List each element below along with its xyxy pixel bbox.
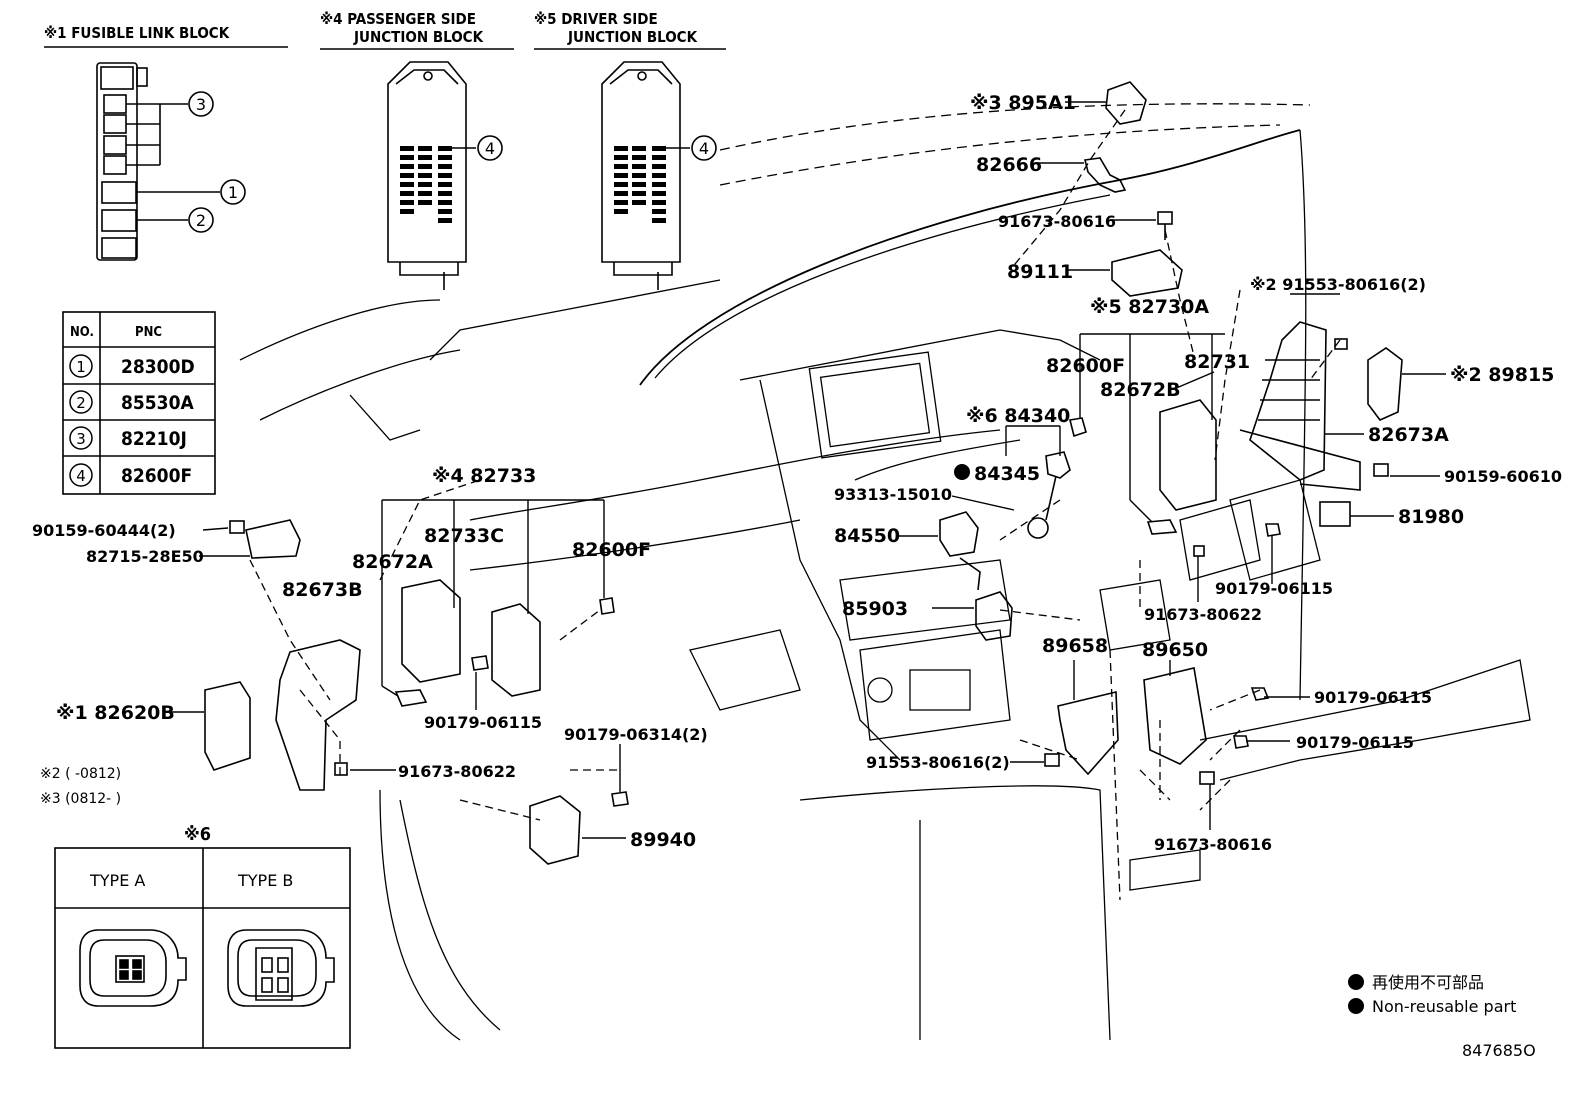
pnc-row: 4 82600F xyxy=(69,463,192,487)
fusible-link-block-drawing xyxy=(96,62,220,261)
part-label-89650: 89650 xyxy=(1142,639,1208,661)
passenger-jb-subtitle: JUNCTION BLOCK xyxy=(353,28,484,46)
svg-text:3: 3 xyxy=(196,95,206,114)
part-label-90159-60444: 90159-60444(2) xyxy=(32,521,176,540)
part-label-82731: 82731 xyxy=(1184,351,1250,373)
note-2: ※2 ( -0812) xyxy=(40,766,121,782)
part-label-84345: 84345 xyxy=(974,463,1040,485)
passenger-junction-block-drawing xyxy=(387,61,476,290)
driver-jb-subtitle: JUNCTION BLOCK xyxy=(567,28,698,46)
svg-text:3: 3 xyxy=(76,430,86,448)
callout-2: 2 xyxy=(188,207,214,233)
pnc-value: 28300D xyxy=(121,356,195,378)
pnc-value: 82600F xyxy=(121,465,192,487)
svg-text:4: 4 xyxy=(76,467,86,485)
part-label-90179-06115-left: 90179-06115 xyxy=(424,713,542,732)
svg-text:1: 1 xyxy=(76,358,86,376)
part-label-90159-60610: 90159-60610 xyxy=(1444,467,1562,486)
pnc-header-no: NO. xyxy=(70,325,94,340)
part-label-90179-06115-right: 90179-06115 xyxy=(1215,579,1333,598)
part-label-84340: ※6 84340 xyxy=(966,405,1070,427)
part-label-91673-80616-top: 91673-80616 xyxy=(998,212,1116,231)
part-label-82666: 82666 xyxy=(976,154,1042,176)
pnc-row: 2 85530A xyxy=(69,390,194,414)
pnc-value: 82210J xyxy=(121,428,187,450)
dashed-leader-lines xyxy=(249,109,1341,901)
part-label-81980: 81980 xyxy=(1398,506,1464,528)
component-sketches xyxy=(204,81,1403,865)
part-label-89815: ※2 89815 xyxy=(1450,364,1554,386)
svg-text:4: 4 xyxy=(699,139,709,158)
driver-junction-block-drawing xyxy=(601,61,690,290)
pnc-table xyxy=(62,311,216,495)
part-label-93313-15010: 93313-15010 xyxy=(834,485,952,504)
type-box xyxy=(54,847,351,1049)
type-a-connector-drawing xyxy=(79,929,187,1007)
part-label-82600F-left: 82600F xyxy=(572,539,651,561)
svg-text:2: 2 xyxy=(196,211,206,230)
pnc-header-pnc: PNC xyxy=(135,325,162,340)
part-label-84550: 84550 xyxy=(834,525,900,547)
type-b-connector-drawing xyxy=(227,929,335,1007)
dashboard-outline xyxy=(239,103,1531,1041)
part-label-82672A: 82672A xyxy=(352,551,433,573)
callout-4-passenger: 4 xyxy=(477,135,503,161)
part-label-82673B: 82673B xyxy=(282,579,363,601)
part-label-91553-80616-top: ※2 91553-80616(2) xyxy=(1250,275,1426,294)
driver-jb-title: ※5 DRIVER SIDE xyxy=(534,10,658,28)
part-label-895A1: ※3 895A1 xyxy=(970,92,1076,114)
pnc-row: 3 82210J xyxy=(69,426,187,450)
legend-dot-en xyxy=(1348,998,1364,1014)
type-a-label: TYPE A xyxy=(89,871,145,890)
part-label-82733C: 82733C xyxy=(424,525,504,547)
svg-text:4: 4 xyxy=(485,139,495,158)
callout-3: 3 xyxy=(188,91,214,117)
leader-lines xyxy=(164,101,1446,839)
part-label-82733: ※4 82733 xyxy=(432,465,536,487)
part-label-82730A: ※5 82730A xyxy=(1090,296,1209,318)
legend-jp: 再使用不可部品 xyxy=(1372,973,1484,992)
part-label-91673-80622-right: 91673-80622 xyxy=(1144,605,1262,624)
svg-text:1: 1 xyxy=(228,183,238,202)
part-label-91673-80622-left: 91673-80622 xyxy=(398,762,516,781)
type-b-label: TYPE B xyxy=(237,871,293,890)
callout-1: 1 xyxy=(220,179,246,205)
legend-dot-jp xyxy=(1348,974,1364,990)
part-label-82673A: 82673A xyxy=(1368,424,1449,446)
part-label-91553-80616-bottom: 91553-80616(2) xyxy=(866,753,1010,772)
pnc-row: 1 28300D xyxy=(69,354,195,378)
legend-en: Non-reusable part xyxy=(1372,997,1516,1016)
part-label-82600F-right: 82600F xyxy=(1046,355,1125,377)
part-label-82620B: ※1 82620B xyxy=(56,702,175,724)
part-label-90179-06115-a: 90179-06115 xyxy=(1314,688,1432,707)
svg-text:2: 2 xyxy=(76,394,86,412)
part-label-82672B: 82672B xyxy=(1100,379,1181,401)
note-3: ※3 (0812- ) xyxy=(40,791,121,807)
pnc-value: 85530A xyxy=(121,392,194,414)
part-labels: ※3 895A1 82666 91673-80616 89111 ※5 8273… xyxy=(32,92,1562,854)
non-reusable-dot xyxy=(954,464,970,480)
callout-4-driver: 4 xyxy=(691,135,717,161)
part-label-90179-06314: 90179-06314(2) xyxy=(564,725,708,744)
part-label-85903: 85903 xyxy=(842,598,908,620)
type-box-title: ※6 xyxy=(184,824,211,845)
part-label-89940: 89940 xyxy=(630,829,696,851)
passenger-jb-title: ※4 PASSENGER SIDE xyxy=(320,10,476,28)
fusible-link-block-title: ※1 FUSIBLE LINK BLOCK xyxy=(44,24,230,42)
part-label-91673-80616-bottom: 91673-80616 xyxy=(1154,835,1272,854)
part-label-90179-06115-b: 90179-06115 xyxy=(1296,733,1414,752)
part-label-89658: 89658 xyxy=(1042,635,1108,657)
part-label-89111: 89111 xyxy=(1007,261,1073,283)
figure-id: 847685O xyxy=(1462,1041,1536,1060)
part-label-82715-28E50: 82715-28E50 xyxy=(86,547,204,566)
